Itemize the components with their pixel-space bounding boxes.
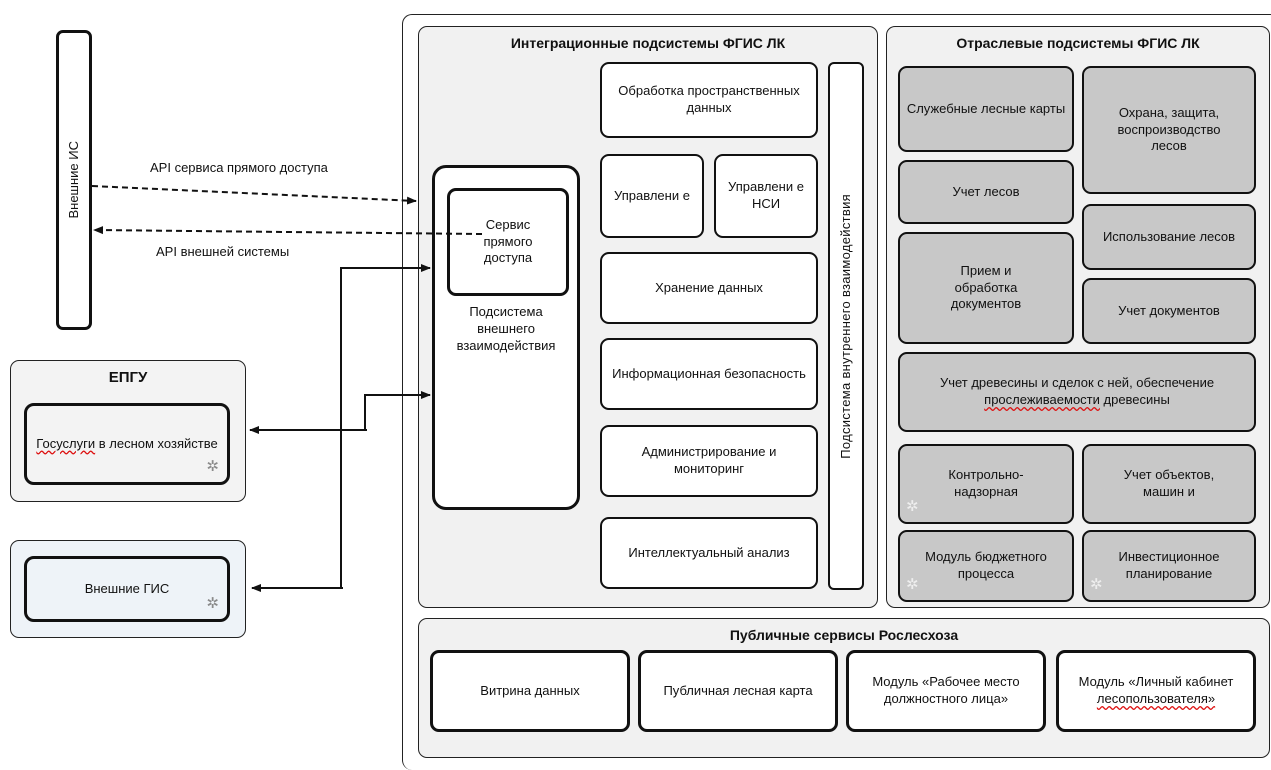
- control-supervision-box: Контрольно-надзорная ✲: [898, 444, 1074, 524]
- data-storage-label: Хранение данных: [655, 279, 763, 295]
- external-gis-box: Внешние ГИС ✲: [24, 556, 230, 622]
- management-label: Управлени е: [614, 187, 690, 203]
- gear-marker-icon: ✲: [206, 457, 219, 475]
- forest-protection-label: Охрана, защита, воспроизводство лесов: [1117, 104, 1221, 154]
- epgu-title: ЕПГУ: [108, 369, 148, 386]
- spatial-data-box: Обработка пространственных данных: [600, 62, 818, 138]
- information-security-label: Информационная безопасность: [612, 365, 806, 381]
- timber-accounting-box: Учет древесины и сделок с ней, обеспечен…: [898, 352, 1256, 432]
- direct-access-service-label: Сервис прямого доступа: [483, 216, 533, 266]
- forest-accounting-box: Учет лесов: [898, 160, 1074, 224]
- objects-accounting-label: Учет объектов, машин и: [1123, 467, 1215, 499]
- intelligent-analysis-box: Интеллектуальный анализ: [600, 517, 818, 589]
- gosuslugi-box: Госуслуги в лесном хозяйстве ✲: [24, 403, 230, 485]
- official-workplace-box: Модуль «Рабочее место должностного лица»: [846, 650, 1046, 732]
- investment-planning-box: Инвестиционное планирование ✲: [1082, 530, 1256, 602]
- external-gis-label: Внешние ГИС: [84, 580, 170, 596]
- gear-marker-icon: ✲: [206, 594, 219, 612]
- official-workplace-label: Модуль «Рабочее место должностного лица»: [872, 674, 1020, 706]
- external-is-label: Внешние ИС: [65, 141, 81, 219]
- budget-module-box: Модуль бюджетного процесса ✲: [898, 530, 1074, 602]
- management-nsi-label: Управлени е НСИ: [728, 179, 804, 211]
- personal-cabinet-label: Модуль «Личный кабинет лесопользователя»: [1078, 674, 1234, 706]
- public-services-title: Публичные сервисы Рослесхоза: [729, 627, 959, 643]
- public-forest-map-box: Публичная лесная карта: [638, 650, 838, 732]
- data-showcase-label: Витрина данных: [480, 682, 580, 698]
- external-interaction-label: Подсистема внешнего взаимодействия: [456, 304, 556, 353]
- documents-accounting-label: Учет документов: [1118, 302, 1220, 318]
- gear-marker-icon: ✲: [906, 497, 919, 515]
- administration-label: Администрирование и мониторинг: [641, 444, 777, 476]
- control-supervision-label: Контрольно-надзорная: [948, 467, 1024, 499]
- information-security-box: Информационная безопасность: [600, 338, 818, 410]
- data-showcase-box: Витрина данных: [430, 650, 630, 732]
- investment-planning-label: Инвестиционное планирование: [1118, 549, 1220, 581]
- personal-cabinet-box: Модуль «Личный кабинет лесопользователя»: [1056, 650, 1256, 732]
- integration-title: Интеграционные подсистемы ФГИС ЛК: [510, 35, 786, 51]
- internal-interaction-subsystem: Подсистема внутреннего взаимодействия: [828, 62, 864, 590]
- service-maps-label: Служебные лесные карты: [906, 100, 1066, 116]
- data-storage-box: Хранение данных: [600, 252, 818, 324]
- documents-accounting-box: Учет документов: [1082, 278, 1256, 344]
- forest-protection-box: Охрана, защита, воспроизводство лесов: [1082, 66, 1256, 194]
- forest-accounting-label: Учет лесов: [952, 183, 1020, 199]
- documents-receive-label: Прием и обработка документов: [950, 262, 1022, 312]
- timber-accounting-label: Учет древесины и сделок с ней, обеспечен…: [939, 375, 1215, 407]
- gear-marker-icon: ✲: [906, 575, 919, 593]
- external-is-box: Внешние ИС: [56, 30, 92, 330]
- forest-usage-label: Использование лесов: [1102, 228, 1236, 244]
- intelligent-analysis-label: Интеллектуальный анализ: [628, 544, 790, 560]
- api-external-label: API внешней системы: [156, 244, 290, 259]
- objects-accounting-box: Учет объектов, машин и: [1082, 444, 1256, 524]
- management-box: Управлени е: [600, 154, 704, 238]
- documents-receive-box: Прием и обработка документов: [898, 232, 1074, 344]
- forest-usage-box: Использование лесов: [1082, 204, 1256, 270]
- public-forest-map-label: Публичная лесная карта: [663, 682, 813, 698]
- administration-box: Администрирование и мониторинг: [600, 425, 818, 497]
- spatial-data-label: Обработка пространственных данных: [618, 83, 800, 115]
- management-nsi-box: Управлени е НСИ: [714, 154, 818, 238]
- gosuslugi-label: Госуслуги в лесном хозяйстве: [36, 435, 218, 451]
- sectoral-title: Отраслевые подсистемы ФГИС ЛК: [956, 35, 1200, 51]
- budget-module-label: Модуль бюджетного процесса: [925, 549, 1047, 581]
- api-direct-label: API сервиса прямого доступа: [150, 160, 328, 175]
- gear-marker-icon: ✲: [1090, 575, 1103, 593]
- direct-access-service-box: Сервис прямого доступа: [447, 188, 569, 296]
- api-direct-arrow: [91, 185, 417, 205]
- internal-interaction-label: Подсистема внутреннего взаимодействия: [837, 193, 853, 459]
- service-maps-box: Служебные лесные карты: [898, 66, 1074, 152]
